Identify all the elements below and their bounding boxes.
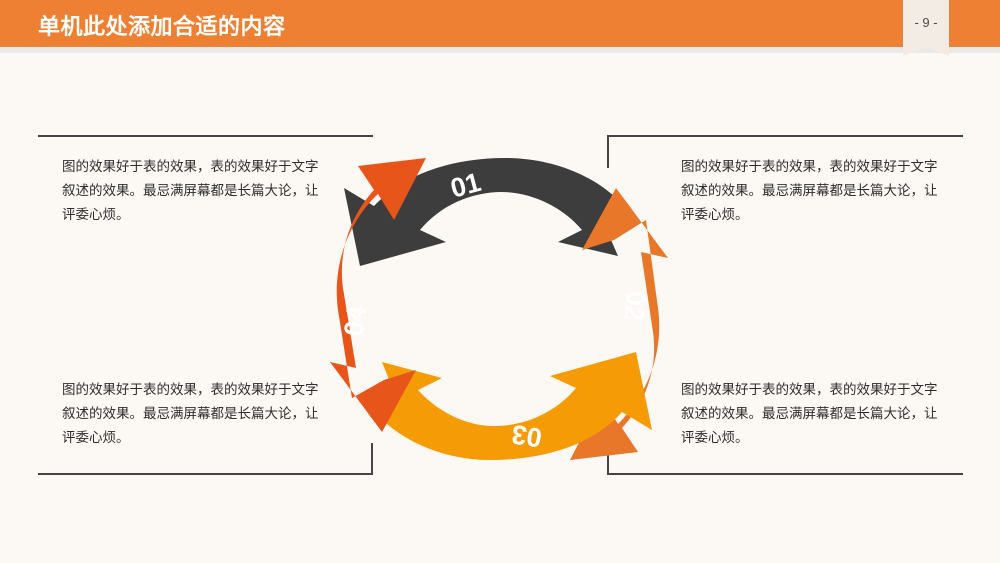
right-frame-vertical-bottom-line [607, 440, 609, 475]
cycle-diagram: 01 02 03 04 [330, 130, 670, 490]
cycle-arrow-04[interactable]: 04 [330, 158, 426, 432]
cycle-arrow-03-label: 03 [510, 419, 544, 453]
header-bar [0, 0, 1000, 47]
page-title: 单机此处添加合适的内容 [38, 14, 286, 39]
cycle-arrow-03[interactable]: 03 [370, 352, 652, 460]
cycle-arrow-04-label: 04 [339, 305, 372, 338]
page-number-label: - 9 - [914, 15, 938, 30]
right-frame-vertical-top-line [607, 135, 609, 168]
text-block-top-left: 图的效果好于表的效果，表的效果好于文字叙述的效果。最忌满屏幕都是长篇大论，让评委… [62, 159, 319, 222]
right-frame-bottom-line [607, 473, 963, 475]
left-frame-top-line [38, 135, 373, 137]
text-block-bottom-left: 图的效果好于表的效果，表的效果好于文字叙述的效果。最忌满屏幕都是长篇大论，让评委… [62, 382, 319, 445]
text-block-bottom-right: 图的效果好于表的效果，表的效果好于文字叙述的效果。最忌满屏幕都是长篇大论，让评委… [681, 382, 938, 445]
left-frame-bottom-line [38, 473, 373, 475]
text-block-top-right: 图的效果好于表的效果，表的效果好于文字叙述的效果。最忌满屏幕都是长篇大论，让评委… [681, 159, 938, 222]
header-underline [0, 47, 1000, 53]
right-frame-top-line [607, 135, 963, 137]
page-number-badge-notch [903, 47, 949, 56]
page-number-badge [903, 0, 949, 47]
cycle-arrow-02-label: 02 [618, 289, 651, 322]
left-frame-vertical-line [371, 443, 373, 475]
